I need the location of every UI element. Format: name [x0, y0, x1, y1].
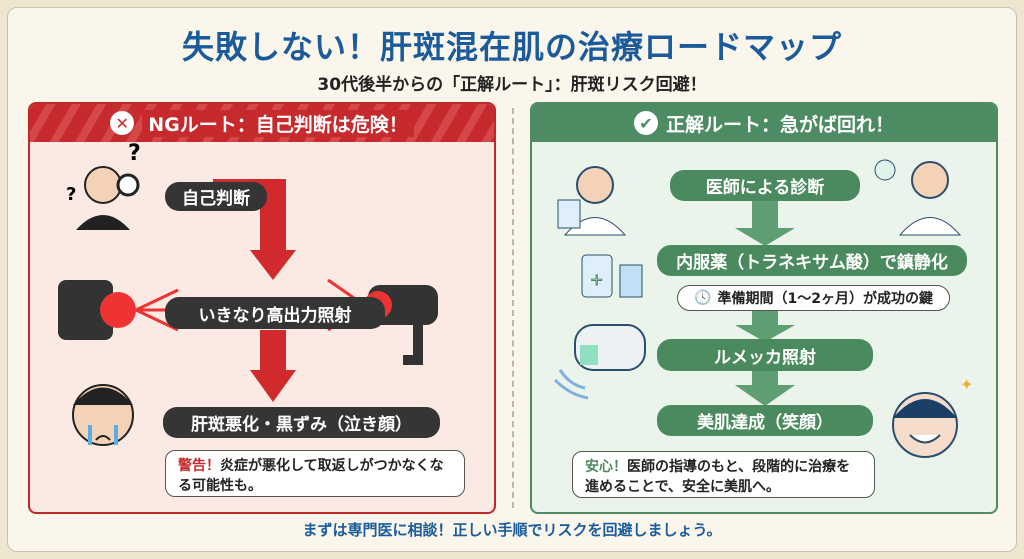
page-title: 失敗しない！肝斑混在肌の治療ロードマップ: [181, 28, 842, 66]
ok-flow-arrows: + ✦: [553, 159, 973, 458]
ng-step-self-judgment: 自己判断: [165, 182, 267, 211]
ok-step-beautiful-skin: 美肌達成（笑顔）: [657, 405, 873, 436]
x-circle-icon: ✕: [110, 111, 135, 135]
ok-step-diagnosis: 医師による診断: [670, 170, 860, 201]
male-doctor-icon: [874, 159, 962, 236]
page-subtitle: 30代後半からの「正解ルート」：肝斑リスク回避！: [317, 75, 707, 95]
footer-message: まずは専門医に相談！正しい手順でリスクを回避しましょう。: [302, 521, 722, 539]
ng-route-heading: NGルート：自己判断は危険！: [142, 109, 414, 137]
svg-text:?: ?: [66, 184, 76, 205]
warning-label: 警告！: [178, 458, 220, 474]
relief-bubble: 安心！医師の指導のもと、段階的に治療を進めることで、安全に美肌へ。: [572, 451, 875, 498]
ng-route-header: ✕ NGルート：自己判断は危険！: [30, 104, 494, 142]
warning-bubble: 警告！炎症が悪化して取返しがつかなくなる可能性も。: [165, 450, 465, 497]
red-arrow: [260, 330, 286, 370]
svg-text:?: ?: [128, 141, 141, 166]
ipl-device-icon: [553, 324, 646, 400]
relief-text: 医師の指導のもと、段階的に治療を進めることで、安全に美肌へ。: [585, 459, 851, 495]
red-arrowhead: [250, 250, 296, 280]
smiling-face-icon: ✦: [892, 375, 973, 458]
ok-route-heading: 正解ルート：急がば回れ！: [665, 113, 894, 136]
ok-step-medication: 内服薬（トラネキサム酸）で鎮静化: [657, 245, 967, 276]
preparation-note: 🕓 準備期間（1〜2ヶ月）が成功の鍵: [677, 285, 950, 311]
female-doctor-icon: [557, 166, 627, 236]
relief-label: 安心！: [585, 459, 627, 475]
clock-icon: 🕓: [694, 290, 712, 306]
green-arrows: [735, 200, 795, 406]
medicine-bottle-icon: +: [581, 254, 643, 298]
ng-step-high-output: いきなり高出力照射: [165, 297, 385, 329]
divider: [512, 108, 514, 508]
check-circle-icon: ✔: [633, 111, 658, 135]
ok-step-lumecca: ルメッカ照射: [657, 339, 873, 371]
svg-text:+: +: [590, 270, 603, 289]
ok-route-header: ✔ 正解ルート：急がば回れ！: [532, 104, 996, 142]
red-arrowhead: [250, 370, 296, 402]
svg-text:✦: ✦: [960, 375, 973, 394]
laser-device-icon: [58, 280, 183, 340]
ng-step-worsening: 肝斑悪化・黒ずみ（泣き顔）: [163, 407, 440, 438]
warning-text: 炎症が悪化して取返しがつかなくなる可能性も。: [178, 458, 444, 494]
crying-face-icon: [72, 384, 134, 446]
confused-person-icon: ??: [66, 141, 141, 230]
preparation-note-text: 準備期間（1〜2ヶ月）が成功の鍵: [717, 291, 933, 307]
